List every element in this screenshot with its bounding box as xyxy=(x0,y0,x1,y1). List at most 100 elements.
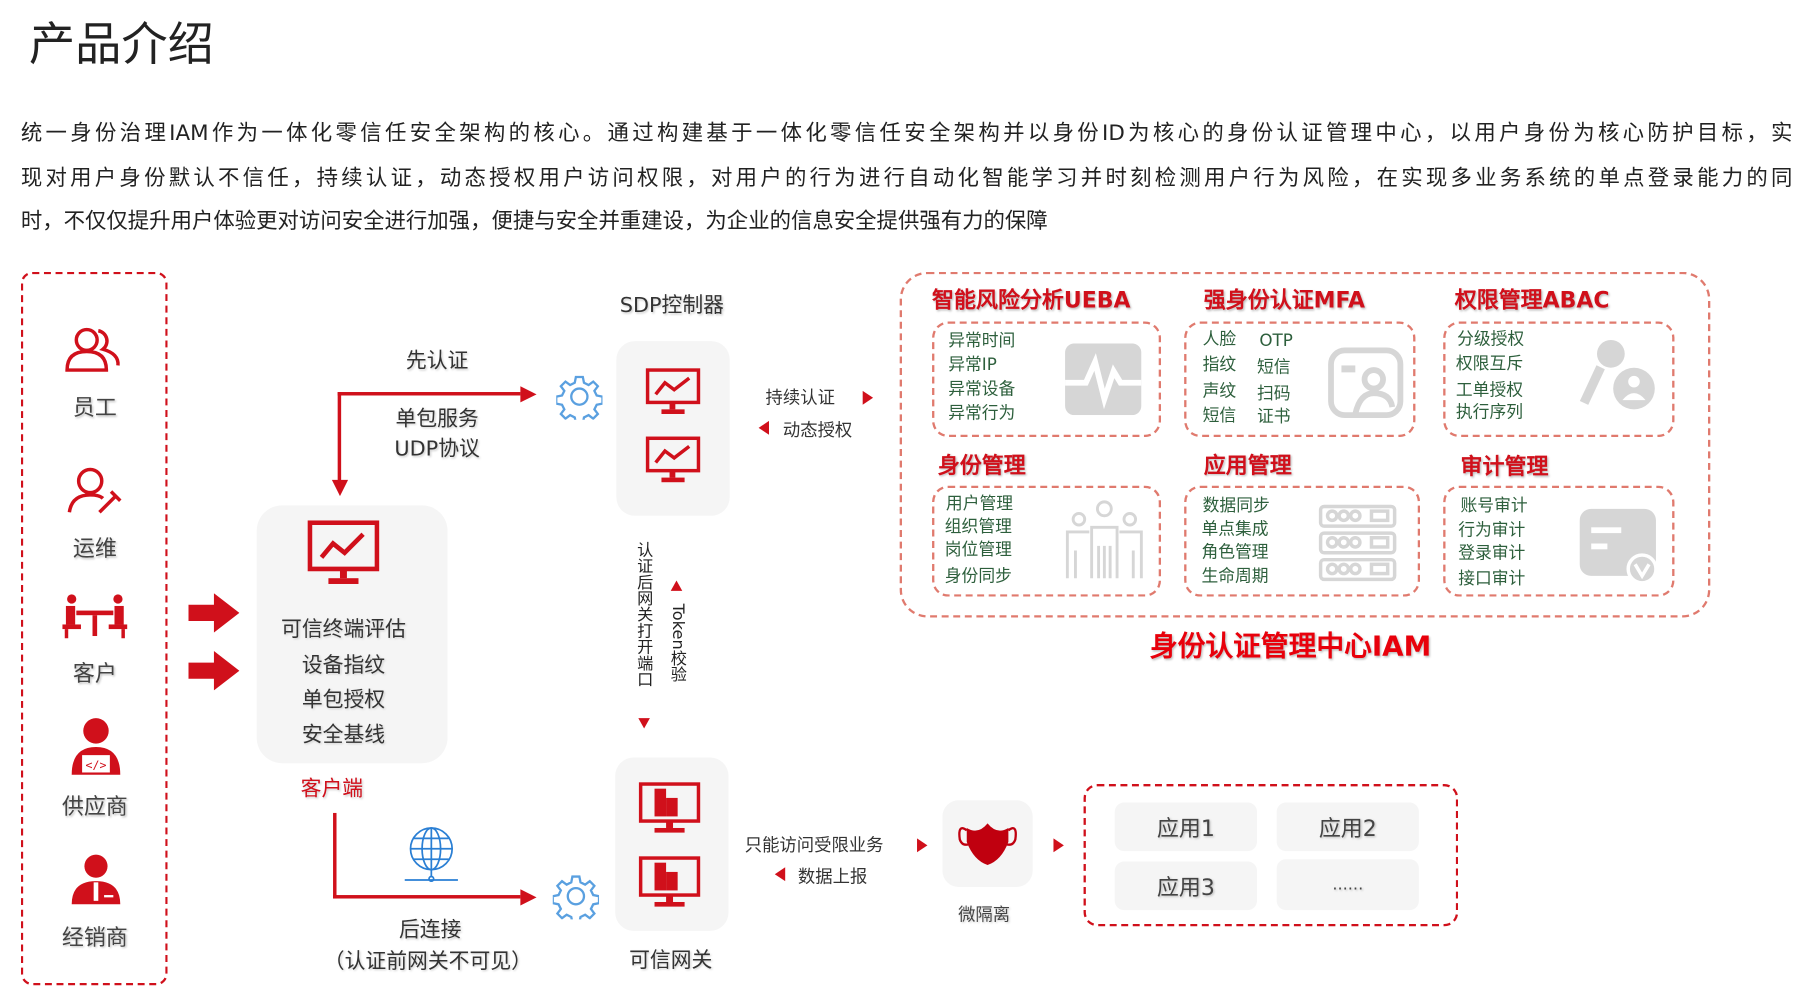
module-item: 账号审计 xyxy=(1460,497,1528,516)
iam-box xyxy=(899,271,1711,618)
module-item: 声纹 xyxy=(1202,382,1237,402)
monitor-chart-icon xyxy=(645,436,701,483)
gear-icon xyxy=(552,875,600,920)
restricted-access-label: 只能访问受限业务 xyxy=(744,834,884,856)
post-connect-label: 后连接 xyxy=(398,918,462,943)
mask-icon xyxy=(958,823,1017,865)
module-title-app: 应用管理 xyxy=(1203,453,1292,479)
module-item: OTP xyxy=(1259,331,1293,351)
module-item: 分级授权 xyxy=(1457,330,1525,350)
module-title-audit: 审计管理 xyxy=(1460,454,1549,480)
module-mfa-box xyxy=(1184,321,1416,438)
intro-line-3: 时，不仅仅提升用户体验更对访问安全进行加强，便捷与安全并重建设，为企业的信息安全… xyxy=(20,209,1048,234)
module-item: 指纹 xyxy=(1202,356,1237,375)
arrowhead-icon xyxy=(1053,838,1064,853)
first-auth-label: 先认证 xyxy=(405,349,469,374)
module-item: 用户管理 xyxy=(945,494,1014,514)
micro-isolation-label: 微隔离 xyxy=(958,904,1011,926)
client-feature: 设备指纹 xyxy=(301,653,386,678)
module-item: 工单授权 xyxy=(1455,381,1523,401)
module-item: 扫码 xyxy=(1257,385,1291,404)
module-item: 单点集成 xyxy=(1201,520,1269,539)
module-item: 登录审计 xyxy=(1458,544,1526,564)
module-item: 组织管理 xyxy=(944,518,1012,537)
arrowhead-icon xyxy=(331,479,349,497)
module-item: 岗位管理 xyxy=(944,541,1012,560)
module-item: 短信 xyxy=(1202,407,1237,426)
connect-flow-line xyxy=(333,895,521,899)
module-item: 异常时间 xyxy=(948,331,1016,351)
developer-icon: </> xyxy=(71,718,121,775)
app-item[interactable]: 应用3 xyxy=(1114,861,1258,911)
arrowhead-icon xyxy=(520,889,537,906)
module-item: 异常行为 xyxy=(948,404,1016,424)
intro-line-2: 现对用户身份默认不信任，持续认证，动态授权用户访问权限，对用户的行为进行自动化智… xyxy=(20,166,1793,191)
audit-doc-icon xyxy=(1579,508,1658,585)
continuous-auth-label: 持续认证 xyxy=(765,387,835,409)
arrowhead-icon xyxy=(774,867,786,882)
user-label: 员工 xyxy=(72,395,117,421)
gateway-server-icon xyxy=(638,782,701,833)
token-label: Token校验 xyxy=(668,603,687,683)
app-item-more[interactable]: ...... xyxy=(1276,859,1419,911)
module-title-identity: 身份管理 xyxy=(937,453,1026,479)
module-abac-box xyxy=(1443,321,1675,438)
module-item: 人脸 xyxy=(1202,330,1237,350)
module-item: 短信 xyxy=(1257,358,1291,377)
arrowhead-icon xyxy=(670,580,683,591)
user-types-box xyxy=(20,271,168,986)
ops-icon xyxy=(67,467,122,514)
monitor-chart-icon xyxy=(307,520,380,584)
user-label: 客户 xyxy=(72,661,117,687)
module-item: 角色管理 xyxy=(1201,543,1269,563)
meeting-icon xyxy=(62,594,128,639)
module-item: 证书 xyxy=(1257,408,1291,427)
module-item: 异常IP xyxy=(948,356,997,375)
module-item: 生命周期 xyxy=(1201,567,1269,587)
udp-label: UDP协议 xyxy=(394,437,480,462)
intro-line-1: 统一身份治理IAM作为一体化零信任安全架构的核心。通过构建基于一体化零信任安全架… xyxy=(20,121,1793,146)
data-report-label: 数据上报 xyxy=(797,866,868,887)
post-connect-note: （认证前网关不可见） xyxy=(323,949,532,974)
arrow-right-icon xyxy=(188,593,240,633)
spa-label: 单包服务 xyxy=(395,407,479,432)
client-label: 客户端 xyxy=(300,777,364,802)
auth-flow-line xyxy=(337,392,342,483)
dynamic-authz-label: 动态授权 xyxy=(782,419,853,441)
module-item: 行为审计 xyxy=(1458,521,1526,541)
iam-label: 身份认证管理中心IAM xyxy=(1149,630,1432,663)
app-item[interactable]: 应用1 xyxy=(1114,802,1258,852)
module-item: 执行序列 xyxy=(1455,403,1523,423)
module-item: 接口审计 xyxy=(1458,570,1526,589)
auth-flow-line xyxy=(337,392,521,396)
client-feature: 单包授权 xyxy=(301,688,386,713)
module-item: 数据同步 xyxy=(1202,497,1270,516)
page-title: 产品介绍 xyxy=(28,18,214,72)
gear-icon xyxy=(556,375,603,420)
arrowhead-icon xyxy=(917,838,928,853)
user-label: 供应商 xyxy=(61,794,128,820)
module-app-box xyxy=(1184,485,1421,597)
arrow-right-icon xyxy=(188,651,240,691)
arrowhead-icon xyxy=(638,718,650,729)
arrowhead-icon xyxy=(520,386,537,403)
gateway-label: 可信网关 xyxy=(629,948,713,973)
globe-icon xyxy=(404,827,458,883)
svg-text:</>: </> xyxy=(86,758,107,772)
gateway-server-icon xyxy=(638,856,701,907)
connect-flow-line xyxy=(333,812,337,899)
users-icon xyxy=(65,327,120,372)
module-audit-box xyxy=(1443,485,1675,597)
module-item: 身份同步 xyxy=(944,567,1012,587)
id-card-icon xyxy=(1328,347,1404,419)
user-label: 运维 xyxy=(72,536,117,563)
module-title-mfa: 强身份认证MFA xyxy=(1203,287,1366,314)
module-title-abac: 权限管理ABAC xyxy=(1454,287,1610,314)
user-label: 经销商 xyxy=(61,925,128,951)
arrowhead-icon xyxy=(862,390,874,405)
module-item: 权限互斥 xyxy=(1455,355,1523,374)
app-item[interactable]: 应用2 xyxy=(1276,802,1419,852)
open-port-label: 认证后网关打开端口 xyxy=(634,541,654,687)
group-icon xyxy=(1065,500,1143,579)
sdp-controller-label: SDP控制器 xyxy=(619,293,724,319)
